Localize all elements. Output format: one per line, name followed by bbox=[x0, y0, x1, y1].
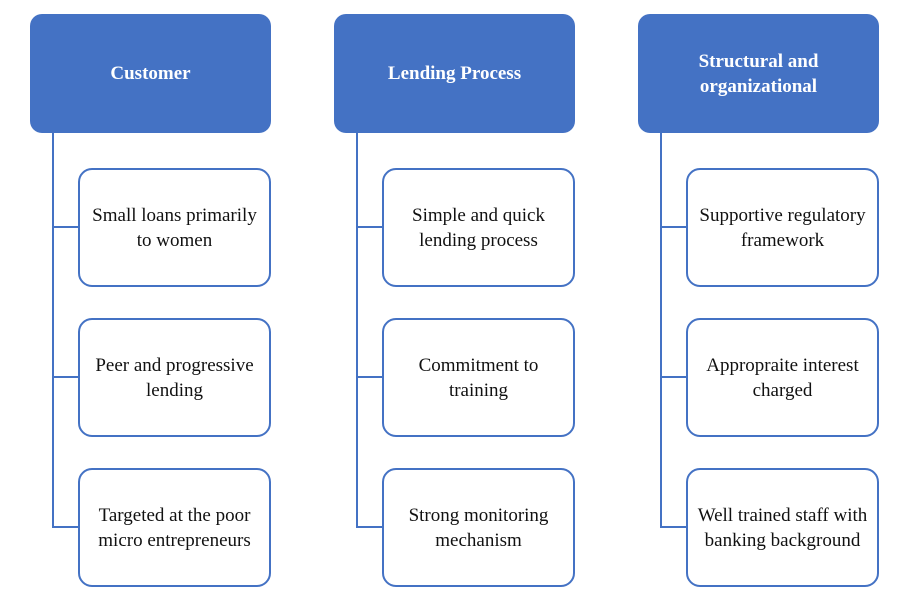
diagram-column-customer: Customer Small loans primarily to women … bbox=[30, 14, 271, 592]
connector-horizontal-line bbox=[54, 376, 79, 378]
item-box: Targeted at the poor micro entrepreneurs bbox=[78, 468, 271, 587]
connector-vertical-line bbox=[660, 133, 662, 528]
category-header-box: Structural and organizational bbox=[638, 14, 879, 133]
item-box: Commitment to training bbox=[382, 318, 575, 437]
item-box: Small loans primarily to women bbox=[78, 168, 271, 287]
connector-horizontal-line bbox=[358, 226, 383, 228]
connector-horizontal-line bbox=[662, 526, 687, 528]
connector-horizontal-line bbox=[54, 526, 79, 528]
diagram-column-structural-organizational: Structural and organizational Supportive… bbox=[638, 14, 879, 592]
connector-horizontal-line bbox=[662, 376, 687, 378]
connector-horizontal-line bbox=[358, 526, 383, 528]
category-header-box: Lending Process bbox=[334, 14, 575, 133]
diagram-column-lending-process: Lending Process Simple and quick lending… bbox=[334, 14, 575, 592]
item-box: Peer and progressive lending bbox=[78, 318, 271, 437]
category-header-box: Customer bbox=[30, 14, 271, 133]
item-box: Supportive regulatory framework bbox=[686, 168, 879, 287]
connector-vertical-line bbox=[52, 133, 54, 528]
connector-horizontal-line bbox=[54, 226, 79, 228]
connector-vertical-line bbox=[356, 133, 358, 528]
connector-horizontal-line bbox=[662, 226, 687, 228]
item-box: Well trained staff with banking backgrou… bbox=[686, 468, 879, 587]
item-box: Appropraite interest charged bbox=[686, 318, 879, 437]
item-box: Strong monitoring mechanism bbox=[382, 468, 575, 587]
connector-horizontal-line bbox=[358, 376, 383, 378]
item-box: Simple and quick lending process bbox=[382, 168, 575, 287]
